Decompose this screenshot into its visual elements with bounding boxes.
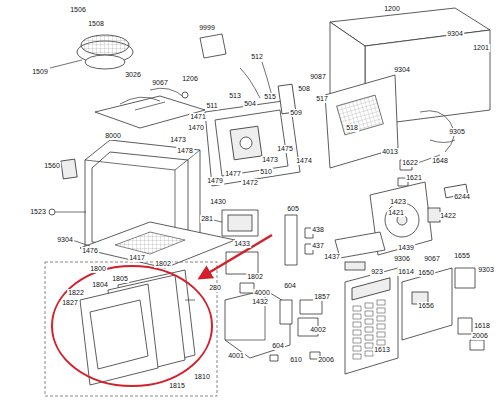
callout-number: 1476 bbox=[81, 247, 99, 255]
callout-number: 1800 bbox=[89, 265, 107, 273]
callout-number: 1802 bbox=[154, 260, 172, 268]
callout-number: 513 bbox=[228, 92, 242, 100]
base-plate bbox=[72, 222, 235, 268]
callout-number: 9305 bbox=[448, 128, 466, 136]
callout-number: 1656 bbox=[417, 302, 435, 310]
instruction-card bbox=[200, 34, 226, 58]
callout-number: 515 bbox=[263, 93, 277, 101]
callout-number: 504 bbox=[243, 100, 257, 108]
callout-number: 6244 bbox=[453, 193, 471, 201]
callout-number: 9067 bbox=[151, 79, 169, 87]
callout-number: 510 bbox=[259, 168, 273, 176]
callout-number: 605 bbox=[286, 205, 300, 213]
callout-number: 281 bbox=[200, 215, 214, 223]
highlight-ellipse bbox=[52, 266, 212, 386]
switch-parts bbox=[285, 215, 385, 270]
callout-number: 1423 bbox=[389, 198, 407, 206]
callout-number: 512 bbox=[250, 53, 264, 61]
stirrer-assembly bbox=[50, 35, 133, 69]
callout-number: 1621 bbox=[405, 174, 423, 182]
callout-number: 4000 bbox=[253, 289, 271, 297]
callout-number: 3026 bbox=[124, 71, 142, 79]
callout-number: 1815 bbox=[168, 382, 186, 390]
back-panel bbox=[325, 75, 455, 186]
callout-number: 1827 bbox=[61, 299, 79, 307]
callout-number: 509 bbox=[289, 109, 303, 117]
callout-number: 1432 bbox=[251, 298, 269, 306]
callout-number: 1437 bbox=[323, 253, 341, 261]
control-panel bbox=[345, 268, 398, 374]
callout-number: 518 bbox=[345, 124, 359, 132]
callout-number: 508 bbox=[297, 85, 311, 93]
callout-number: 9304 bbox=[56, 236, 74, 244]
highlight-arrow bbox=[200, 235, 272, 278]
callout-number: 1650 bbox=[417, 269, 435, 277]
door-assembly bbox=[45, 262, 217, 396]
callout-number: 4002 bbox=[309, 326, 327, 334]
callout-number: 280 bbox=[208, 284, 222, 292]
callout-number: 1201 bbox=[472, 44, 490, 52]
callout-number: 1805 bbox=[111, 275, 129, 283]
callout-number: 1417 bbox=[128, 254, 146, 262]
callout-number: 4013 bbox=[381, 148, 399, 156]
callout-number: 1422 bbox=[439, 212, 457, 220]
front-latch-frame bbox=[205, 62, 300, 186]
callout-number: 1857 bbox=[313, 293, 331, 301]
callout-number: 9087 bbox=[309, 73, 327, 81]
callout-number: 517 bbox=[315, 95, 329, 103]
callout-number: 1655 bbox=[453, 252, 471, 260]
callout-number: 604 bbox=[271, 342, 285, 350]
callout-number: 1471 bbox=[189, 113, 207, 121]
callout-number: 1475 bbox=[276, 145, 294, 153]
callout-number: 9304 bbox=[446, 30, 464, 38]
callout-number: 438 bbox=[311, 226, 325, 234]
callout-number: 2006 bbox=[317, 356, 335, 364]
callout-number: 1473 bbox=[169, 136, 187, 144]
callout-number: 1560 bbox=[43, 162, 61, 170]
callout-number: 1474 bbox=[295, 157, 313, 165]
callout-number: 1439 bbox=[397, 244, 415, 252]
callout-number: 1822 bbox=[67, 289, 85, 297]
callout-number: 1804 bbox=[91, 281, 109, 289]
callout-number: 1479 bbox=[206, 177, 224, 185]
callout-number: 1614 bbox=[397, 268, 415, 276]
callout-number: 1648 bbox=[431, 157, 449, 165]
callout-number: 2006 bbox=[471, 332, 489, 340]
callout-number: 923 bbox=[370, 268, 384, 276]
callout-number: 604 bbox=[283, 282, 297, 290]
callout-number: 1810 bbox=[193, 373, 211, 381]
callout-number: 9999 bbox=[198, 24, 216, 32]
magnetron-assembly bbox=[225, 283, 322, 361]
callout-number: 1508 bbox=[87, 20, 105, 28]
waveguide-plate bbox=[95, 88, 205, 128]
callout-number: 1472 bbox=[241, 179, 259, 187]
callout-number: 1622 bbox=[401, 159, 419, 167]
callout-number: 1478 bbox=[176, 147, 194, 155]
callout-number: 9303 bbox=[477, 266, 495, 274]
callout-number: 1470 bbox=[187, 124, 205, 132]
callout-number: 1618 bbox=[473, 322, 491, 330]
callout-number: 1433 bbox=[233, 240, 251, 248]
callout-number: 1430 bbox=[209, 198, 227, 206]
callout-number: 1200 bbox=[383, 5, 401, 13]
callout-number: 1613 bbox=[373, 346, 391, 354]
callout-number: 8000 bbox=[104, 132, 122, 140]
callout-number: 1477 bbox=[224, 170, 242, 178]
callout-number: 437 bbox=[311, 242, 325, 250]
callout-number: 1473 bbox=[261, 156, 279, 164]
callout-number: 4001 bbox=[227, 352, 245, 360]
callout-number: 1802 bbox=[246, 273, 264, 281]
callout-number: 9306 bbox=[393, 255, 411, 263]
callout-number: 511 bbox=[205, 102, 218, 110]
callout-number: 1421 bbox=[387, 209, 405, 217]
callout-number: 1506 bbox=[69, 6, 87, 14]
callout-number: 610 bbox=[289, 356, 303, 364]
callout-number: 9304 bbox=[393, 66, 411, 74]
callout-number: 1509 bbox=[31, 68, 49, 76]
callout-number: 9067 bbox=[423, 255, 441, 263]
callout-number: 1523 bbox=[29, 208, 47, 216]
callout-number: 1206 bbox=[181, 75, 199, 83]
